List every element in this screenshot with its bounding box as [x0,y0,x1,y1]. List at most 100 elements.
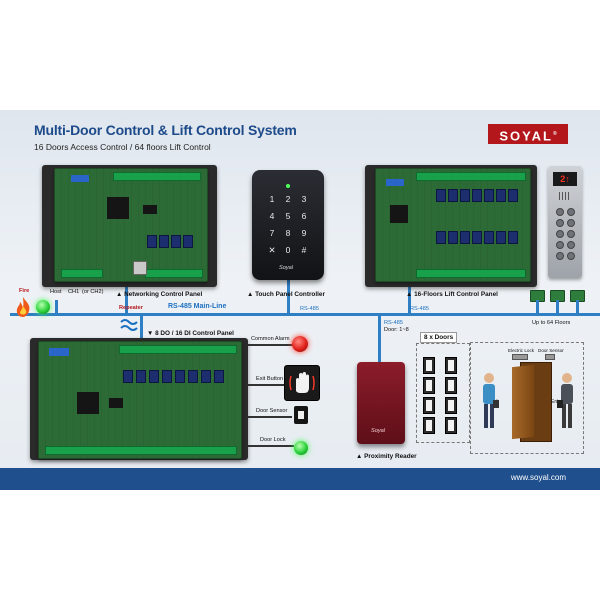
relay [436,231,446,244]
ethernet-port [133,261,147,275]
system-diagram: Multi-Door Control & Lift Control System… [0,110,600,490]
door-lock-label: Door Lock [260,437,286,443]
relay [472,189,482,202]
lift-pcb [375,168,531,282]
exit-button-label: Exit Button [256,376,284,382]
floor-button[interactable] [567,230,575,238]
footer-url[interactable]: www.soyal.com [510,473,566,482]
relay [484,189,494,202]
processor-chip [107,197,129,219]
chip [143,205,157,214]
elevator-button-panel: 2↑ [548,166,582,278]
lift-panel-label: ▲ 16-Floors Lift Control Panel [406,291,498,298]
line-door-lock [248,445,294,447]
floor-display: 2↑ [553,172,577,186]
fire-icon [14,296,32,318]
green-indicator-icon [294,441,308,455]
relay [214,370,224,383]
proximity-reader: Soyal [357,362,405,444]
ch1-label: CH1 [68,289,80,295]
relay [159,235,169,248]
door-leaf [512,364,534,440]
relay [136,370,146,383]
floor-button[interactable] [556,252,564,260]
key-6[interactable]: 6 [301,211,307,221]
line-extra-lift [556,300,559,315]
door-sensor-window [298,411,304,419]
footer-bar: www.soyal.com [0,468,600,490]
relay [149,370,159,383]
door-sensor-label: Door Sensor [256,408,288,414]
brand-logo: SOYAL® [488,124,568,144]
terminal-block [416,172,526,181]
dip-switch [71,175,89,182]
key-1[interactable]: 1 [269,194,275,204]
key-0[interactable]: 0 [285,245,291,255]
fire-indicator-light [36,300,50,314]
proximity-reader-label: ▲ Proximity Reader [356,453,417,460]
key-cancel[interactable]: ✕ [268,245,276,255]
floor-button[interactable] [567,252,575,260]
floor-button[interactable] [567,208,575,216]
electric-lock-device [512,354,528,360]
doors-count-label: 8 x Doors [420,332,458,343]
key-8[interactable]: 8 [285,228,291,238]
key-3[interactable]: 3 [301,194,307,204]
floor-button[interactable] [556,208,564,216]
lift-control-panel [365,165,537,287]
key-5[interactable]: 5 [285,211,291,221]
key-4[interactable]: 4 [269,211,275,221]
line-touch-down [287,280,290,315]
common-alarm-label: Common Alarm [251,336,290,342]
relay [436,189,446,202]
line-dodi-up [140,315,143,340]
diagram-subtitle: 16 Doors Access Control / 64 floors Lift… [34,142,211,152]
floor-button[interactable] [556,241,564,249]
line-host [55,300,58,315]
key-2[interactable]: 2 [285,194,291,204]
door-icon [423,417,435,434]
repeater-label: Repeater [119,305,143,311]
floor-button[interactable] [556,230,564,238]
hand-exit-icon[interactable] [284,365,320,401]
relay [123,370,133,383]
repeater-wave-icon [120,318,138,332]
processor-chip [390,205,408,223]
ch2-label: (or CH2) [82,289,104,295]
key-7[interactable]: 7 [269,228,275,238]
line-reader-down [378,315,381,362]
line-door-sensor [248,416,292,418]
touch-brand: Soyal [279,265,293,271]
terminal-block [119,345,237,354]
relay [183,235,193,248]
terminal-block [61,269,103,278]
relay [508,231,518,244]
door-icon [423,377,435,394]
floor-button[interactable] [567,241,575,249]
door-icon [445,357,457,374]
up-to-floors-label: Up to 64 Floors [532,320,571,326]
speaker-grille [559,192,571,200]
door-icon [423,397,435,414]
key-hash[interactable]: # [301,245,307,255]
rs485-main-line [10,313,600,316]
relay [508,189,518,202]
door-scene-box [470,342,584,454]
brand-name: SOYAL [499,128,553,144]
processor-chip [77,392,99,414]
relay [448,189,458,202]
door-sensor-device [545,354,555,360]
relay [496,231,506,244]
relay [201,370,211,383]
doors-group-box [416,343,470,443]
relay [484,231,494,244]
floor-button[interactable] [556,219,564,227]
terminal-block [45,446,237,455]
relay [147,235,157,248]
do-di-control-panel [30,338,248,460]
status-led [286,184,290,188]
relay [175,370,185,383]
door-icon [423,357,435,374]
key-9[interactable]: 9 [301,228,307,238]
floor-button[interactable] [567,219,575,227]
